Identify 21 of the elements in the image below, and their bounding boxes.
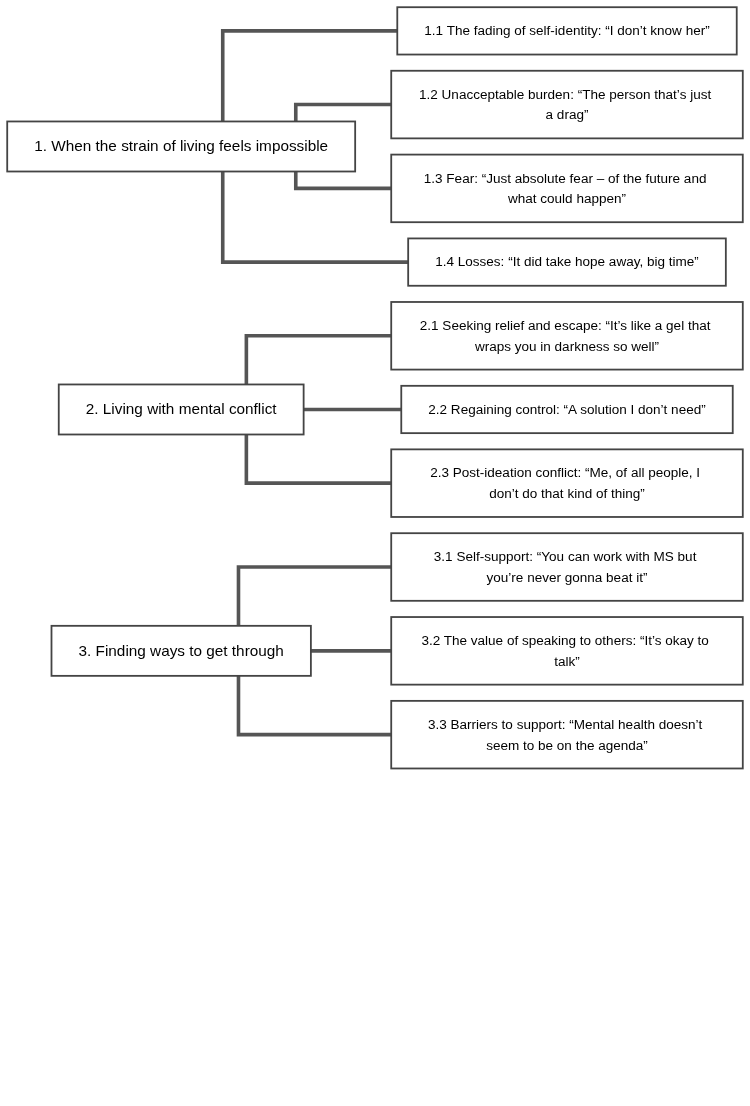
node-box: 3. Finding ways to get through <box>50 624 312 677</box>
node-box: 1. When the strain of living feels impossible <box>6 120 357 173</box>
node-box: 3.3 Barriers to support: “Mental health doesn’t seem to be on the agenda” <box>390 699 744 770</box>
connector <box>244 334 392 385</box>
node-box: 1.1 The fading of self-identity: “I don’t know her” <box>396 6 738 56</box>
connector <box>220 171 409 264</box>
connector <box>220 29 398 122</box>
node-box: 2.3 Post-ideation conflict: “Me, of all people, I don’t do that kind of thing” <box>390 448 744 518</box>
node-box: 1.2 Unacceptable burden: “The person that’s just a drag” <box>390 69 744 140</box>
node-box: 3.2 The value of speaking to others: “It’s okay to talk” <box>390 616 744 686</box>
node-box: 2.1 Seeking relief and escape: “It’s like a gel that wraps you in darkness so well” <box>390 301 744 371</box>
node-box: 3.1 Self-support: “You can work with MS but you’re never gonna beat it” <box>390 532 744 602</box>
node-box: 1.4 Losses: “It did take hope away, big time” <box>407 237 727 287</box>
connector <box>293 102 392 122</box>
connector <box>244 434 392 485</box>
connector <box>293 171 392 191</box>
node-box: 2. Living with mental conflict <box>57 383 305 436</box>
node-box: 2.2 Regaining control: “A solution I don’t need” <box>400 384 734 435</box>
connector <box>236 675 392 737</box>
node-box: 1.3 Fear: “Just absolute fear – of the future and what could happen” <box>390 153 744 224</box>
connector <box>236 565 392 626</box>
